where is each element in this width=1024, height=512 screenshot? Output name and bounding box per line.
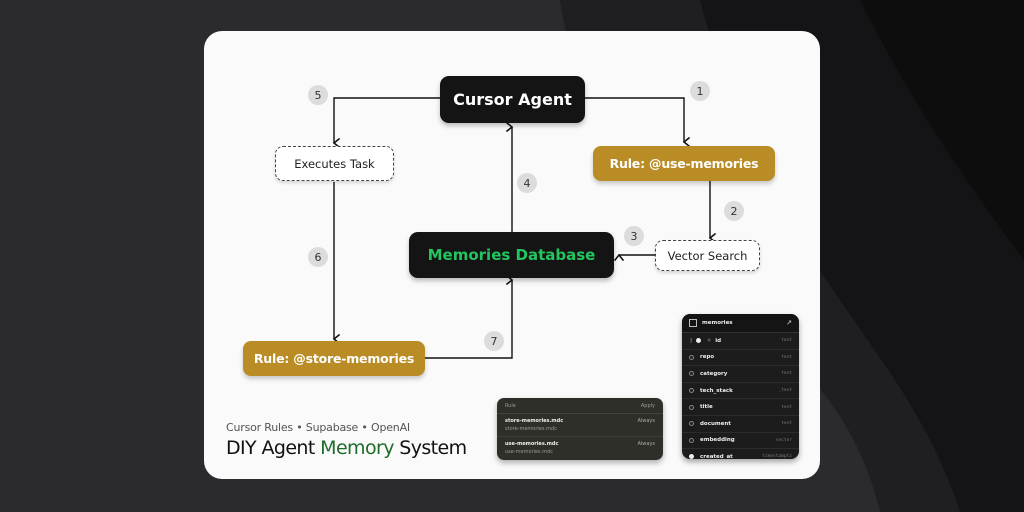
field-type: text xyxy=(781,404,792,410)
cursor-agent-node[interactable]: Cursor Agent xyxy=(440,76,585,123)
nullable-icon xyxy=(689,421,694,427)
footer-title: DIY Agent Memory System xyxy=(226,437,467,459)
step-badge-3: 3 xyxy=(624,226,644,246)
nullable-icon xyxy=(689,371,694,377)
schema-field-row: repo text xyxy=(682,350,799,367)
field-name: document xyxy=(700,420,731,427)
title-prefix: DIY Agent xyxy=(226,437,321,459)
field-name: id xyxy=(715,337,722,344)
field-type: text xyxy=(781,338,792,344)
external-link-icon[interactable]: ↗ xyxy=(786,319,792,327)
executes-task-label: Executes Task xyxy=(294,156,375,171)
schema-field-row: document text xyxy=(682,416,799,433)
title-accent: Memory xyxy=(320,437,394,459)
nullable-icon xyxy=(689,388,694,394)
memories-database-node[interactable]: Memories Database xyxy=(409,232,614,278)
schema-field-row: ⚷ # id text xyxy=(682,333,799,350)
nullable-icon xyxy=(689,437,694,443)
schema-field-row: title text xyxy=(682,399,799,416)
store-memories-rule-label: Rule: @store-memories xyxy=(253,351,415,366)
field-type: text xyxy=(781,354,792,360)
rule-path: store-memories.mdc xyxy=(505,426,557,432)
executes-task-node[interactable]: Executes Task xyxy=(275,146,394,181)
field-type: text xyxy=(781,421,792,427)
rules-header: Rule Apply xyxy=(497,398,663,414)
field-type: vector xyxy=(775,437,792,443)
store-memories-rule-node[interactable]: Rule: @store-memories xyxy=(243,341,425,376)
field-type: _text xyxy=(778,388,792,394)
field-type: text xyxy=(781,371,792,377)
field-name: repo xyxy=(700,354,715,361)
schema-field-row: embedding vector xyxy=(682,433,799,450)
memories-table-schema: memories ↗ ⚷ # id text repo text categor… xyxy=(682,314,799,459)
vector-search-label: Vector Search xyxy=(667,248,748,263)
rules-col-rule: Rule xyxy=(505,403,516,409)
rule-name: store-memories.mdc xyxy=(505,418,564,424)
step-badge-7: 7 xyxy=(484,331,504,351)
rule-row[interactable]: use-memories.mdc use-memories.mdc Always xyxy=(497,437,663,459)
rule-apply: Always xyxy=(637,418,655,424)
memories-database-label: Memories Database xyxy=(427,246,596,264)
primary-key-icon xyxy=(696,338,702,344)
use-memories-rule-node[interactable]: Rule: @use-memories xyxy=(593,146,775,181)
title-suffix: System xyxy=(393,437,467,459)
rule-name: use-memories.mdc xyxy=(505,441,559,447)
field-name: tech_stack xyxy=(700,387,733,394)
key-icon: ⚷ xyxy=(689,337,694,344)
schema-field-row: created_at timestamptz xyxy=(682,449,799,459)
rule-apply: Always xyxy=(637,441,655,447)
nullable-icon xyxy=(689,354,694,360)
hash-icon: # xyxy=(707,337,712,344)
rule-row[interactable]: store-memories.mdc store-memories.mdc Al… xyxy=(497,414,663,437)
rule-path: use-memories.mdc xyxy=(505,449,554,455)
step-badge-4: 4 xyxy=(517,173,537,193)
footer-subtitle: Cursor Rules • Supabase • OpenAI xyxy=(226,421,410,434)
step-badge-5: 5 xyxy=(308,85,328,105)
step-badge-6: 6 xyxy=(308,247,328,267)
nullable-icon xyxy=(689,404,694,410)
schema-table-name: memories xyxy=(702,320,733,326)
cursor-rules-panel: Rule Apply store-memories.mdc store-memo… xyxy=(497,398,663,460)
step-badge-2: 2 xyxy=(724,201,744,221)
step-badge-1: 1 xyxy=(690,81,710,101)
field-type: timestamptz xyxy=(762,454,792,459)
use-memories-rule-label: Rule: @use-memories xyxy=(609,156,759,171)
cursor-agent-label: Cursor Agent xyxy=(453,90,572,109)
schema-header: memories ↗ xyxy=(682,314,799,333)
schema-field-row: tech_stack _text xyxy=(682,383,799,400)
vector-search-node[interactable]: Vector Search xyxy=(655,240,760,271)
non-nullable-icon xyxy=(689,454,694,459)
field-name: category xyxy=(700,370,728,377)
table-icon xyxy=(689,319,697,327)
schema-field-row: category text xyxy=(682,366,799,383)
rules-col-apply: Apply xyxy=(640,403,655,409)
field-name: title xyxy=(700,404,713,411)
field-name: embedding xyxy=(700,437,735,444)
field-name: created_at xyxy=(700,453,733,459)
